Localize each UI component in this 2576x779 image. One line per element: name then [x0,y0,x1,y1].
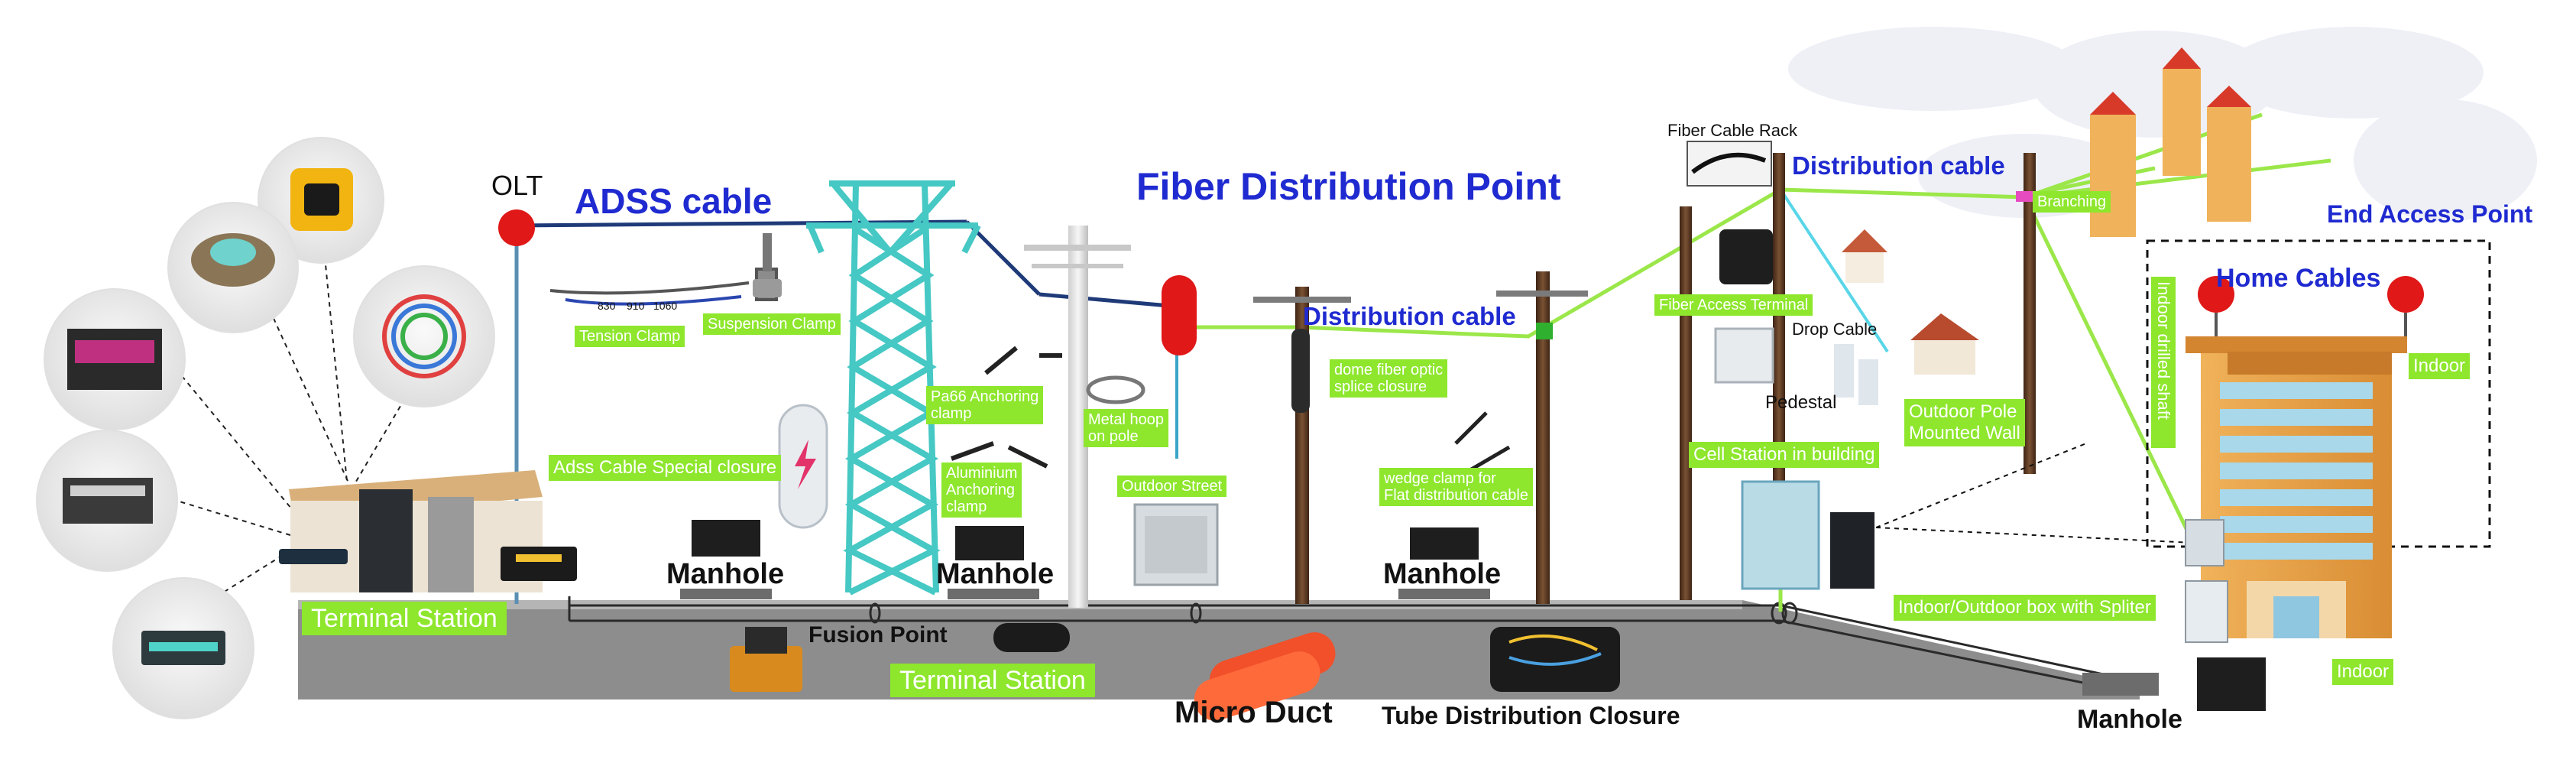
tube-distribution-closure-label: Tube Distribution Closure [1382,702,1680,729]
suspension-clamp-icon [753,233,782,297]
tension-clamp-tag: Tension Clamp [575,326,685,347]
skyscrapers [2090,47,2251,237]
micro-duct-icon [1194,632,1336,721]
adss-special-closure-tag: Adss Cable Special closure [549,455,782,481]
underground-duct [568,596,2133,690]
terminal-station-building [279,470,577,592]
fiber-access-terminal-icon [1719,229,1773,284]
dome-closure-tag: dome fiber optic splice closure [1330,359,1448,398]
indoor-top-tag: Indoor [2409,353,2471,379]
fiber-cable-rack-title: Fiber Cable Rack [1667,121,1797,140]
fiber-cable-rack-icon [1687,141,1772,187]
adss-cable-heading: ADSS cable [575,181,773,221]
indoor-bottom-tag: Indoor [2332,659,2394,685]
aluminium-clamp-tag: Aluminium Anchoring clamp [941,463,1022,518]
olt-label: OLT [491,170,543,201]
red-splice-closure [1162,275,1197,355]
pedestal-box [1714,327,1774,384]
tension-clamp-icon [549,268,778,306]
adss-cable-line [515,219,1170,308]
mid-station-closure [993,623,1070,652]
apartment-building [2185,276,2424,643]
manhole-label-2: Manhole [936,558,1055,590]
distribution-cable-heading-mid: Distribution cable [1303,302,1516,330]
indoor-outdoor-box-tag: Indoor/Outdoor box with Spliter [1894,595,2156,621]
anchoring-clamps [950,346,1062,469]
pa66-clamp-tag: Pa66 Anchoring clamp [926,386,1044,424]
fiber-distribution-point-heading: Fiber Distribution Point [1136,165,1561,208]
wedge-clamp-icon [1454,411,1511,476]
fiber-access-terminal-tag: Fiber Access Terminal [1654,294,1813,316]
scale-mark-1: 830 [598,300,616,312]
cell-station-tag: Cell Station in building [1689,442,1880,468]
splicer-icon [730,627,802,692]
wedge-clamp-tag: wedge clamp for Flat distribution cable [1379,468,1533,506]
drop-cable-cyan [1779,188,1889,353]
branching-tag: Branching [2033,191,2111,213]
metal-hoop-icon [1086,375,1145,404]
house-icon [1842,229,1979,375]
concrete-pole-arm-2 [1032,264,1123,268]
drop-cable-title: Drop Cable [1792,320,1878,339]
suspension-clamp-tag: Suspension Clamp [703,313,841,335]
micro-duct-label: Micro Duct [1175,696,1333,729]
manhole-label-4: Manhole [2077,705,2182,734]
olt-node [498,209,535,246]
terminal-station-mid-tag: Terminal Station [890,664,1095,697]
outdoor-pole-wall-tag: Outdoor Pole Mounted Wall [1904,399,2025,446]
outdoor-street-tag: Outdoor Street [1117,476,1227,497]
dome-closure-icon [1291,329,1310,413]
concrete-pole-arm-1 [1024,245,1131,251]
outdoor-street-cabinet [1133,503,1219,586]
manhole-label-3: Manhole [1383,558,1502,590]
terminal-station-left-tag: Terminal Station [302,602,507,635]
pedestal-column-1 [1834,344,1854,398]
scale-mark-2: 910 [627,300,645,312]
metal-hoop-tag: Metal hoop on pole [1084,409,1168,447]
end-access-point-heading: End Access Point [2327,200,2533,228]
distribution-cable-heading-top: Distribution cable [1792,151,2005,180]
pedestal-column-2 [1858,359,1878,405]
closure-lightning-icon [795,440,816,489]
home-cables-heading: Home Cables [2216,264,2381,293]
cell-station-building [1741,443,2194,590]
fusion-point-label: Fusion Point [808,622,948,648]
scale-mark-3: 1060 [653,300,678,312]
orb-contents [63,168,466,665]
tube-distribution-closure-icon [1490,627,1620,692]
pedestal-title: Pedestal [1765,392,1837,413]
manhole-boxes [680,520,2266,711]
manhole-label-1: Manhole [666,558,785,590]
indoor-drilled-shaft-tag: Indoor drilled shaft [2151,277,2176,448]
